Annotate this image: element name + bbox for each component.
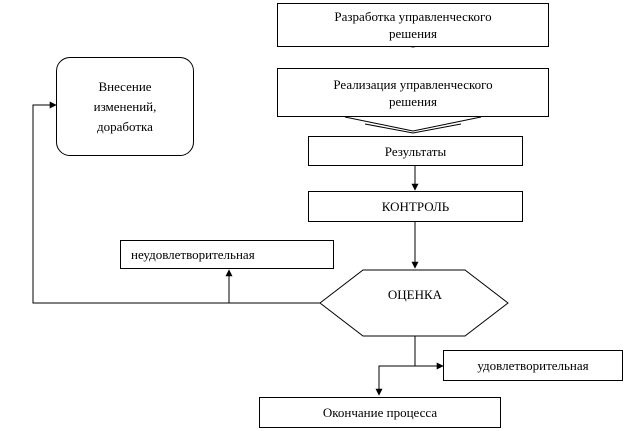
node-development-line1: Разработка управленческого — [334, 9, 492, 24]
node-changes-line2: изменений, — [93, 98, 157, 114]
node-control: КОНТРОЛЬ — [308, 191, 523, 222]
evaluation-down-line — [375, 336, 416, 396]
chevron-connector-2 — [344, 116, 482, 132]
label-satisfactory-text: удовлетворительная — [477, 358, 589, 373]
node-implementation: Реализация управленческого решения — [277, 68, 549, 117]
chevron-connector-2b — [364, 123, 462, 134]
label-unsatisfactory: неудовлетворительная — [120, 240, 334, 269]
node-development-line2: решения — [389, 26, 437, 41]
node-changes-line3: доработка — [97, 118, 153, 134]
node-changes-line1: Внесение — [98, 78, 152, 94]
node-results-label: Результаты — [384, 143, 447, 159]
node-evaluation-label: ОЦЕНКА — [387, 287, 443, 302]
node-implementation-line1: Реализация управленческого — [333, 76, 493, 92]
node-changes: Внесение изменений, доработка — [56, 57, 194, 156]
loop-back-line — [32, 101, 320, 304]
node-control-label: КОНТРОЛЬ — [381, 199, 450, 214]
evaluation-hexagon — [319, 269, 509, 337]
label-unsatisfactory-text: неудовлетворительная — [131, 247, 255, 262]
label-satisfactory: удовлетворительная — [443, 350, 623, 381]
node-development: Разработка управленческого решения — [277, 3, 549, 47]
node-results: Результаты — [308, 136, 523, 166]
node-implementation-line2: решения — [389, 93, 437, 109]
node-end-label: Окончание процесса — [322, 405, 438, 420]
node-end: Окончание процесса — [259, 397, 501, 428]
